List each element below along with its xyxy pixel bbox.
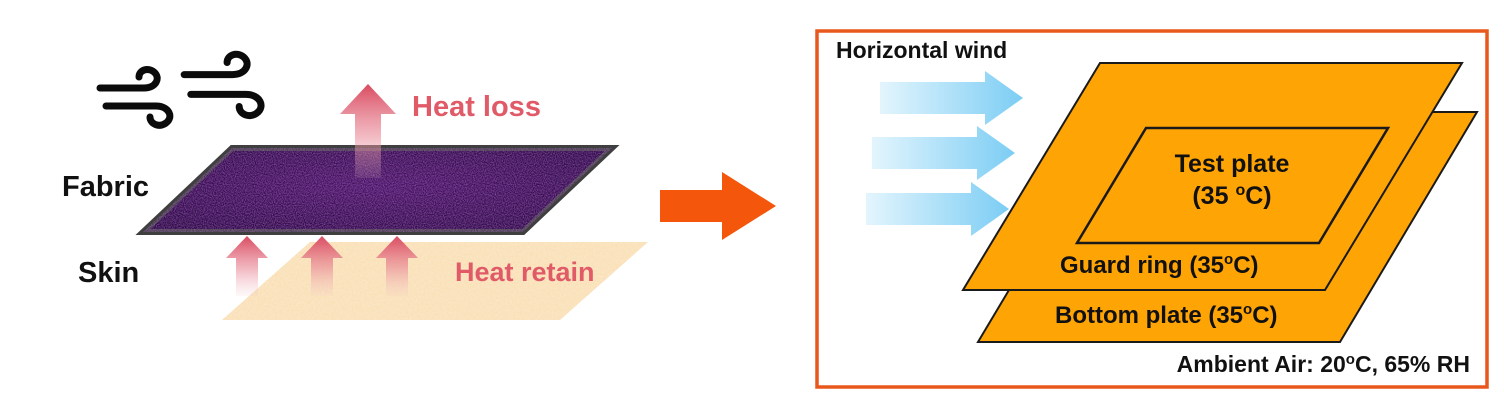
wind-arrow — [872, 126, 1015, 180]
flow-arrow — [660, 172, 776, 240]
heat-loss-label: Heat loss — [412, 91, 541, 123]
skin-label: Skin — [78, 257, 139, 289]
guard-ring-plate — [961, 62, 1464, 291]
bottom-plate-label: Bottom plate (35oC) — [1055, 301, 1278, 329]
heat-retain-arrow — [376, 236, 418, 296]
wind-arrow — [880, 71, 1023, 125]
heat-retain-label: Heat retain — [455, 257, 595, 287]
test-plate-outline — [1074, 126, 1391, 245]
wind-icon — [96, 66, 174, 129]
skin-fabric-schematic: Fabric Skin Heat loss Heat retain — [62, 50, 648, 320]
fabric-label: Fabric — [62, 171, 149, 203]
ambient-air-label: Ambient Air: 20oC, 65% RH — [1177, 351, 1470, 377]
fabric-layer — [135, 145, 620, 235]
heat-retain-arrow — [226, 236, 268, 296]
heat-loss-arrow — [340, 84, 396, 178]
test-plate-temp: (35 oC) — [1192, 182, 1271, 210]
apparatus-panel: Horizontal wind Test plate (35 oC) Guard… — [815, 29, 1489, 389]
test-plate-label: Test plate — [1175, 150, 1290, 178]
wind-icon — [180, 50, 265, 119]
guard-ring-label: Guard ring (35oC) — [1060, 251, 1259, 279]
horizontal-wind-label: Horizontal wind — [836, 37, 1007, 63]
heat-retain-arrow — [301, 236, 343, 296]
wind-arrow — [866, 182, 1009, 236]
